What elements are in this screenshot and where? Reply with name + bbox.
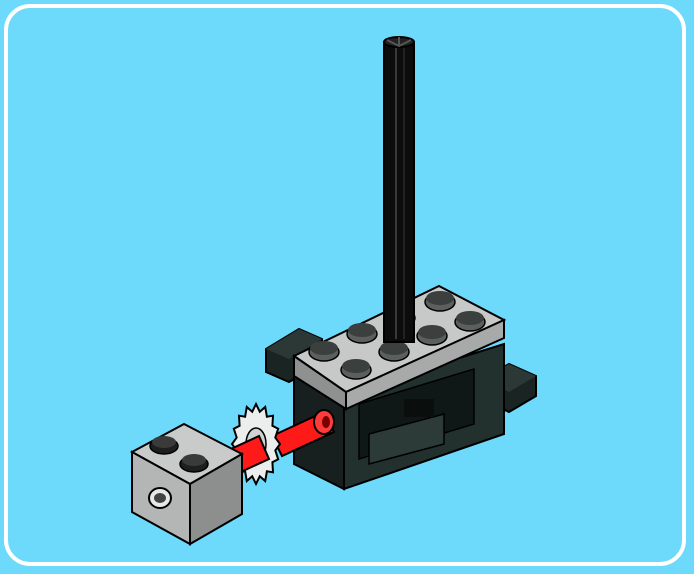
lego-build-scene <box>8 8 686 566</box>
illustration-frame <box>4 4 686 566</box>
technic-brick-1x2 <box>132 424 242 544</box>
vertical-axle <box>384 37 414 342</box>
